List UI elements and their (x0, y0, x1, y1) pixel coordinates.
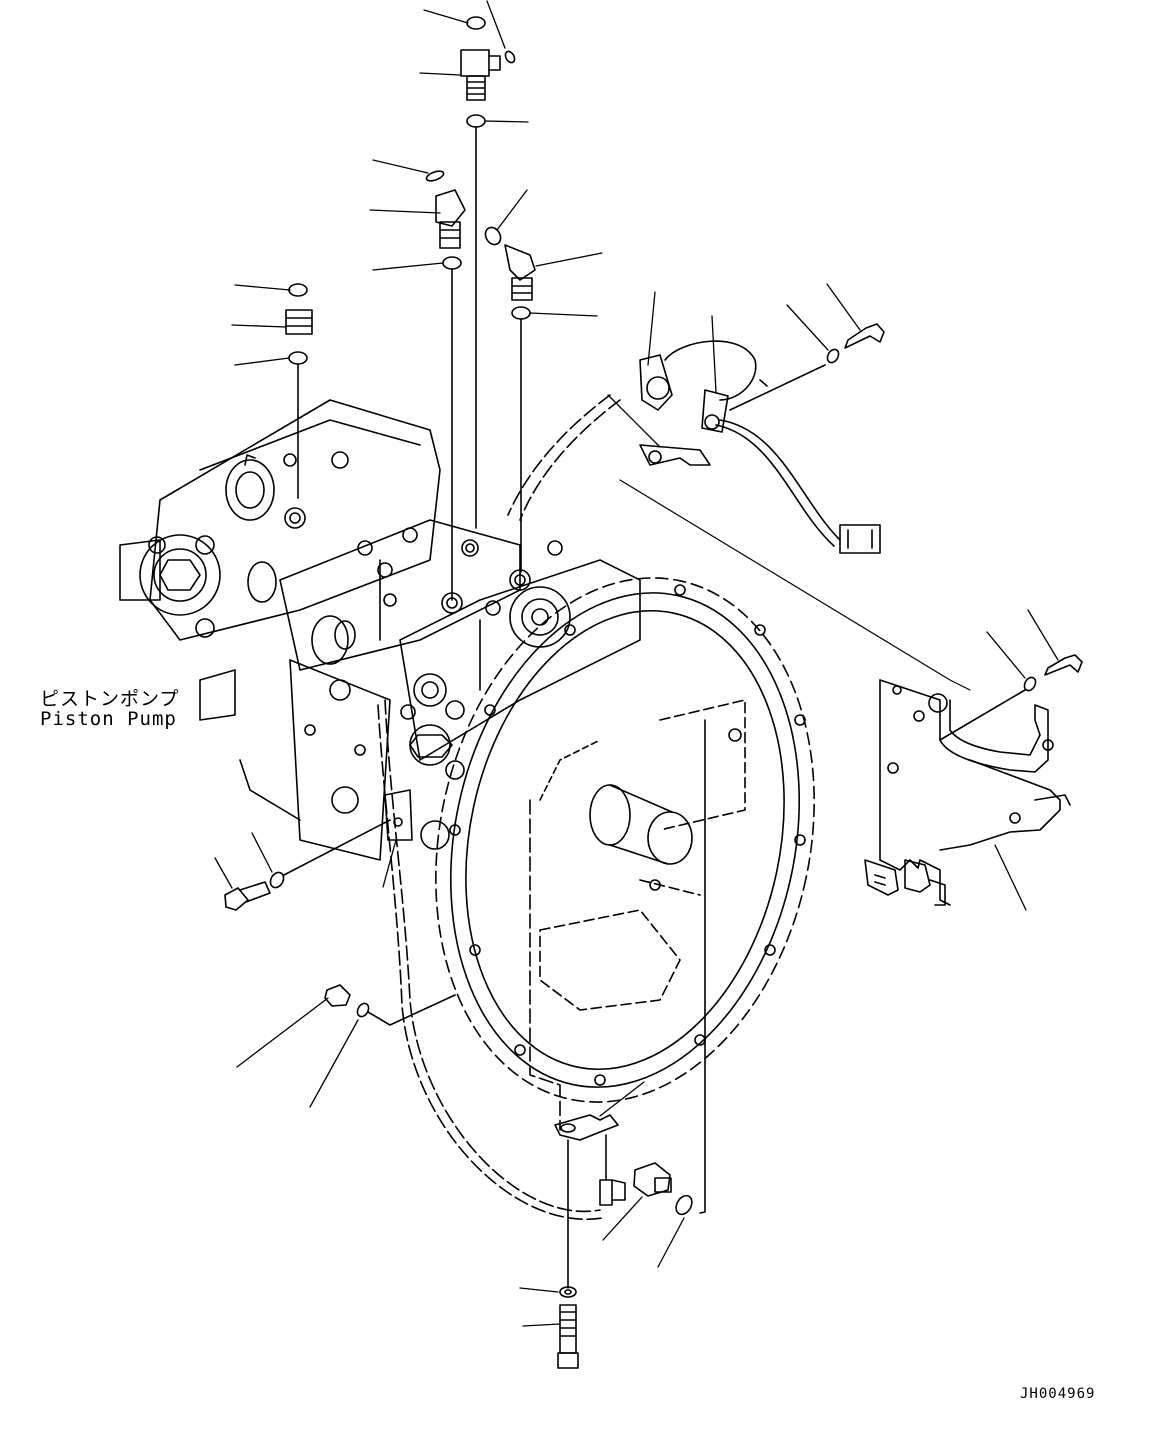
piston-pump-body (120, 400, 640, 860)
piston-pump-label-jp: ピストンポンプ (40, 688, 180, 710)
top-fitting-stack (286, 17, 535, 600)
sensor-harness (508, 341, 970, 690)
leader-lines (215, 1, 1058, 1326)
flywheel-housing (389, 542, 861, 1137)
wiring-run (378, 700, 705, 1219)
piston-pump-label-en: Piston Pump (40, 708, 177, 730)
drawing-code: JH004969 (1020, 1386, 1096, 1402)
mounting-bracket (865, 680, 1070, 905)
lower-parts (225, 324, 1082, 1368)
